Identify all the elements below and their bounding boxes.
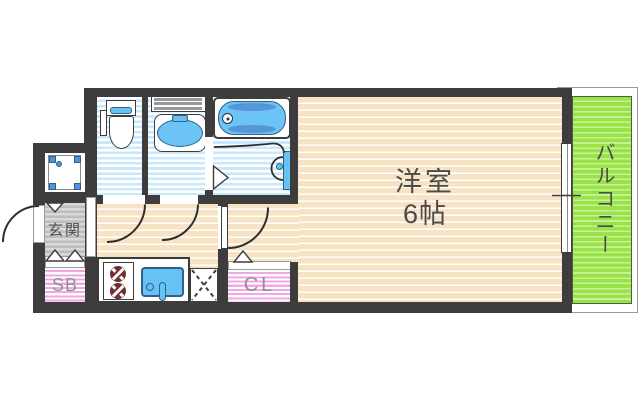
- wall: [85, 88, 572, 97]
- balcony-label: バルコニー: [592, 142, 614, 257]
- closet-label: CL: [243, 274, 276, 296]
- wall: [84, 88, 97, 153]
- bathtub-drain: [222, 113, 233, 124]
- toilet-bowl: [109, 116, 134, 149]
- shelf-slat: [154, 106, 202, 111]
- bathtub-shade-bottom: [228, 124, 276, 133]
- main-room-label: 洋室 6帖: [363, 166, 487, 230]
- room-entry-nook-floor: [228, 203, 299, 262]
- bathtub-shade-top: [228, 103, 276, 111]
- wall: [562, 88, 572, 143]
- pipe-corner-icon: [73, 155, 81, 163]
- shoe-box-label: SB: [51, 275, 78, 295]
- main-room-size: 6帖: [402, 199, 448, 229]
- toilet-flush-button: [110, 107, 132, 114]
- pipe-space-inner-frame: [48, 155, 81, 190]
- shelf-slat: [154, 97, 202, 101]
- balcony-floor: [572, 96, 632, 304]
- pipe-space: [46, 153, 84, 193]
- entrance-hall-opening: [86, 197, 96, 257]
- soap-tray: [172, 114, 188, 122]
- wall: [33, 302, 572, 313]
- main-room-name: 洋室: [395, 167, 455, 197]
- closet: [228, 270, 291, 302]
- burner-center: [114, 287, 122, 295]
- entrance-label: 玄関: [47, 222, 82, 239]
- pipe-corner-icon: [48, 155, 56, 163]
- washroom-doorway: [160, 195, 198, 204]
- faucet-knob: [146, 283, 154, 291]
- stove-burner-icon: [110, 283, 126, 299]
- refrigerator-space: [190, 268, 218, 302]
- toilet-paper-holder: [100, 110, 107, 136]
- shoe-box: [45, 268, 85, 302]
- toilet-doorway: [103, 195, 145, 204]
- bathroom-drain-dot: [276, 163, 283, 170]
- main-room-door-leaf: [220, 206, 228, 249]
- burner-center: [114, 270, 122, 278]
- pipe-corner-icon: [73, 182, 81, 190]
- wall: [290, 97, 298, 203]
- balcony-window: [561, 143, 572, 253]
- washbasin: [157, 119, 203, 147]
- pipe-corner-icon: [48, 182, 56, 190]
- bathroom-doorway: [205, 137, 213, 190]
- entrance-door: [33, 205, 45, 243]
- shelf-slat: [154, 102, 202, 106]
- wall: [562, 252, 572, 313]
- main-room-floor: [298, 97, 562, 302]
- wall: [142, 97, 148, 195]
- wall: [45, 192, 85, 203]
- closet-top: [228, 261, 291, 270]
- drain-dot-icon: [56, 161, 62, 167]
- wall: [290, 262, 298, 302]
- stove: [103, 262, 134, 300]
- wall: [33, 143, 97, 153]
- faucet: [159, 282, 166, 301]
- shoe-box-top: [45, 256, 85, 268]
- wall: [218, 203, 228, 302]
- stove-burner-icon: [110, 266, 126, 282]
